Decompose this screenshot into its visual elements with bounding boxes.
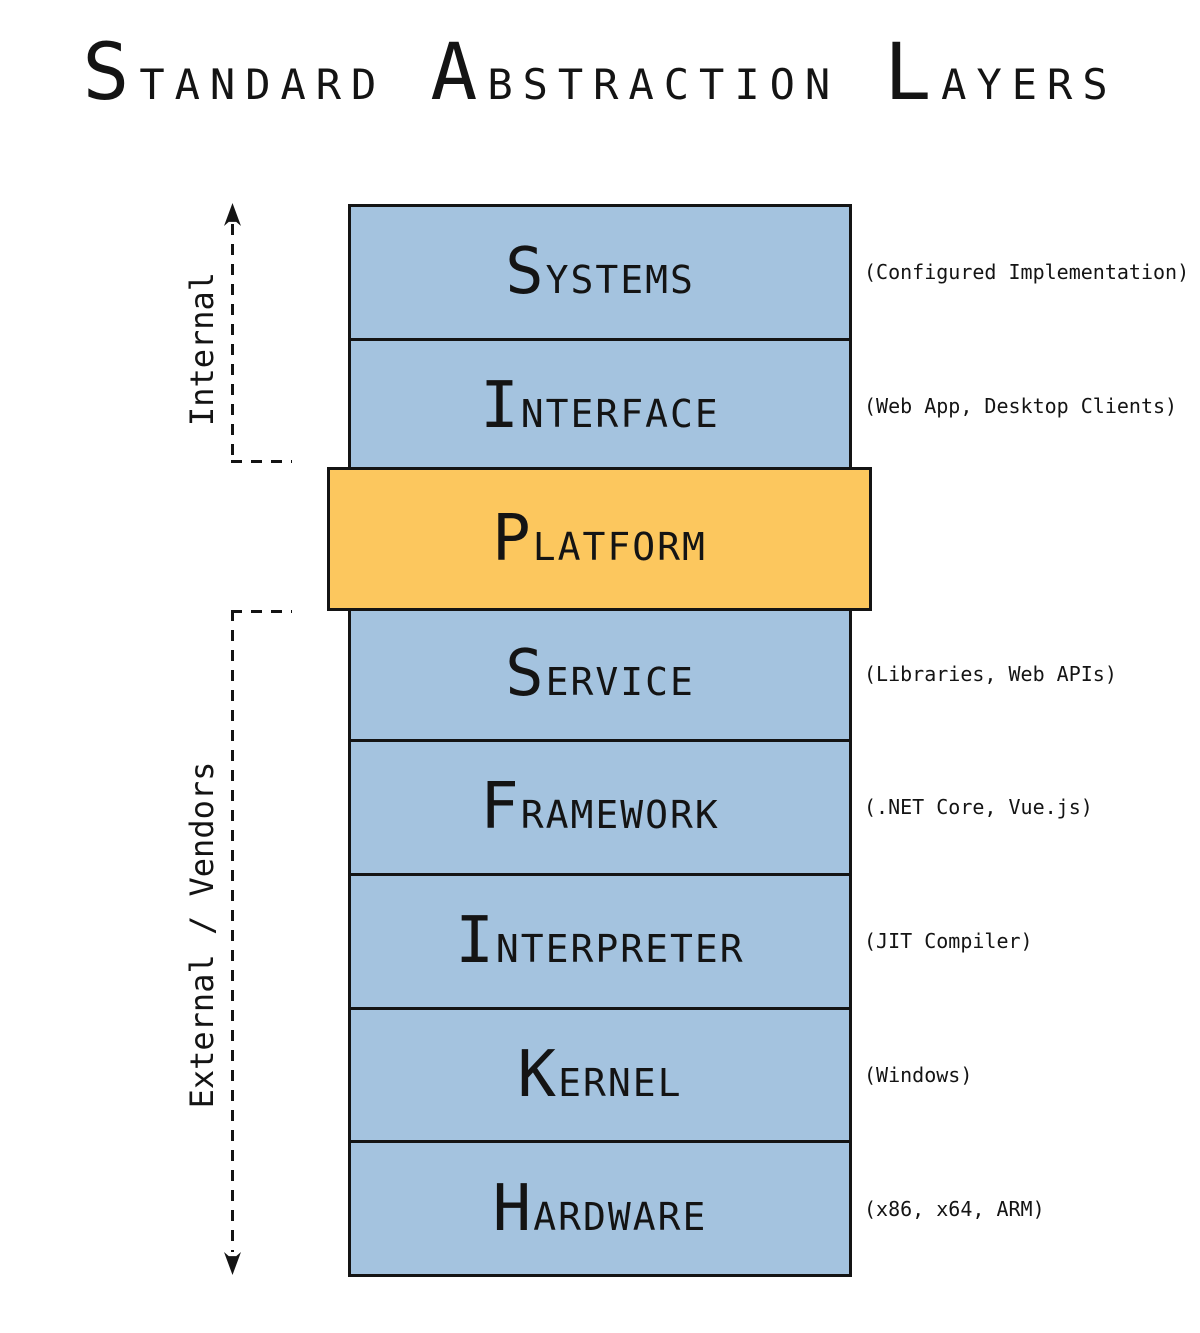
internal-boundary-stub (231, 460, 292, 463)
layer-row-hardware: HARDWARE (x86, x64, ARM) (351, 1140, 1045, 1274)
layer-stack: SYSTEMS (Configured Implementation) INTE… (348, 204, 1189, 1277)
layer-label: SERVICE (505, 636, 695, 711)
layer-label: PLATFORM (492, 502, 707, 576)
layer-label: HARDWARE (492, 1171, 708, 1246)
internal-label: Internal (183, 271, 221, 427)
layer-annotation: (Windows) (864, 1062, 973, 1087)
external-arrow-line (231, 610, 234, 1252)
layer-label: INTERFACE (480, 369, 720, 444)
layer-annotation: (.NET Core, Vue.js) (864, 795, 1093, 820)
layer-annotation: (Configured Implementation) (864, 260, 1190, 285)
layer-label: INTERPRETER (455, 904, 745, 979)
layer-row-framework: FRAMEWORK (.NET Core, Vue.js) (351, 739, 1093, 873)
layer-row-service: SERVICE (Libraries, Web APIs) (351, 605, 1117, 739)
internal-arrow-line (231, 224, 234, 463)
layer-row-kernel: KERNEL (Windows) (351, 1006, 972, 1141)
internal-arrow-up-icon (224, 203, 241, 226)
layer-label: FRAMEWORK (480, 770, 720, 845)
layer-label: SYSTEMS (505, 235, 695, 310)
external-label: External / Vendors (183, 761, 221, 1109)
layer-row-systems: SYSTEMS (Configured Implementation) (351, 207, 1189, 338)
layer-row-interpreter: INTERPRETER (JIT Compiler) (351, 872, 1033, 1007)
layer-annotation: (Libraries, Web APIs) (864, 661, 1117, 686)
external-arrow-down-icon (224, 1252, 241, 1275)
layer-label: KERNEL (517, 1037, 683, 1112)
external-boundary-stub (231, 610, 292, 613)
layer-annotation: (JIT Compiler) (864, 929, 1033, 954)
layer-platform-highlight: PLATFORM (327, 467, 872, 611)
layer-row-interface: INTERFACE (Web App, Desktop Clients) (351, 337, 1177, 472)
layer-annotation: (Web App, Desktop Clients) (864, 394, 1178, 419)
layer-annotation: (x86, x64, ARM) (864, 1196, 1045, 1221)
